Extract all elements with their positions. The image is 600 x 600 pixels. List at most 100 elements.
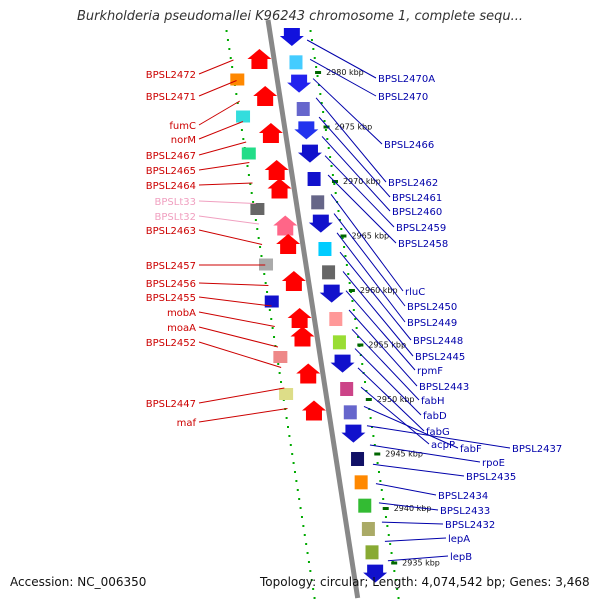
- right-gene-label: BPSL2460: [392, 207, 442, 218]
- left-leader-line: [198, 326, 279, 348]
- reverse-gene-box: [329, 312, 343, 326]
- right-leader-line: [375, 483, 437, 496]
- guide-dot: [305, 543, 308, 545]
- guide-dot: [247, 174, 250, 176]
- reverse-gene-box: [289, 55, 303, 70]
- guide-dot: [372, 435, 375, 437]
- guide-dot: [394, 579, 397, 581]
- guide-dot: [268, 309, 271, 311]
- guide-dot: [225, 30, 228, 32]
- left-gene-label: moaA: [167, 323, 196, 334]
- reverse-gene-arrow: [297, 144, 322, 163]
- kbp-tick-mark: [340, 234, 347, 238]
- guide-dot: [379, 480, 382, 482]
- guide-dot: [278, 372, 281, 374]
- left-gene-label: BPSL2456: [146, 279, 196, 290]
- left-leader-line: [198, 387, 285, 404]
- left-gene-label: BPSLt33: [155, 197, 196, 208]
- forward-gene-arrow: [264, 160, 289, 180]
- guide-dot: [298, 498, 301, 500]
- reverse-gene-arrow: [341, 424, 366, 443]
- guide-dot: [329, 156, 332, 158]
- guide-dot: [324, 129, 327, 131]
- forward-gene-box: [241, 147, 256, 160]
- forward-gene-arrow: [258, 123, 283, 143]
- kbp-tick-label: 2970 kbp: [343, 177, 381, 186]
- guide-dot: [259, 246, 262, 248]
- reverse-gene-box: [343, 405, 357, 420]
- guide-dot: [300, 516, 303, 518]
- right-gene-label: fabF: [460, 444, 482, 455]
- gene-labels: BPSL2472BPSL2471fumCnorMBPSL2467BPSL2465…: [146, 70, 563, 563]
- left-leader-line: [198, 341, 282, 368]
- right-leader-line: [306, 39, 377, 79]
- label-leader-lines: [198, 39, 511, 562]
- guide-dot: [310, 39, 313, 41]
- guide-dot: [228, 48, 231, 50]
- left-leader-line: [198, 408, 288, 423]
- left-gene-label: BPSL2455: [146, 293, 196, 304]
- forward-gene-arrow: [273, 215, 298, 236]
- right-leader-line: [381, 521, 444, 525]
- forward-gene-arrow: [253, 86, 278, 106]
- guide-dot: [309, 570, 312, 572]
- right-gene-label: BPSL2445: [415, 352, 465, 363]
- reverse-gene-box: [318, 242, 332, 256]
- kbp-tick-label: 2955 kbp: [368, 341, 406, 350]
- right-gene-label: rpmF: [417, 366, 443, 377]
- right-leader-line: [324, 155, 395, 228]
- guide-dot: [306, 552, 309, 554]
- right-leader-line: [357, 367, 425, 432]
- guide-dot: [352, 309, 355, 311]
- guide-dot: [317, 84, 320, 86]
- guide-dot: [310, 579, 313, 581]
- reverse-gene-arrow: [330, 354, 355, 373]
- right-leader-line: [378, 502, 439, 511]
- right-leader-line: [351, 328, 420, 401]
- right-gene-label: BPSL2459: [396, 223, 446, 234]
- left-gene-label: mobA: [167, 308, 196, 319]
- guide-dot: [369, 417, 372, 419]
- guide-dot: [252, 201, 255, 203]
- forward-gene-box: [273, 351, 288, 363]
- guide-dot: [361, 363, 364, 365]
- kbp-tick-label: 2980 kbp: [326, 68, 364, 77]
- reverse-gene-arrow: [319, 284, 344, 303]
- forward-gene-box: [230, 73, 245, 86]
- reverse-gene-arrow: [308, 214, 333, 233]
- guide-dot: [226, 39, 229, 41]
- topology-stats-text: Topology: circular; Length: 4,074,542 bp…: [260, 575, 590, 589]
- guide-dot: [320, 102, 323, 104]
- right-gene-label: BPSL2433: [440, 506, 490, 517]
- map-title: Burkholderia pseudomallei K96243 chromos…: [76, 9, 524, 24]
- guide-dot: [260, 255, 263, 257]
- guide-dot: [257, 237, 260, 239]
- guide-dot: [319, 93, 322, 95]
- kbp-tick-label: 2940 kbp: [394, 504, 432, 513]
- left-leader-line: [198, 121, 244, 140]
- left-gene-label: BPSL2457: [146, 261, 196, 272]
- right-gene-label: BPSL2435: [466, 472, 516, 483]
- guide-dot: [323, 120, 326, 122]
- guide-dot: [322, 111, 325, 113]
- guide-dot: [246, 165, 249, 167]
- guide-dot: [373, 444, 376, 446]
- reverse-gene-box: [361, 522, 375, 536]
- reverse-gene-box: [311, 195, 325, 210]
- right-gene-label: BPSL2466: [384, 140, 434, 151]
- guide-dot: [264, 282, 267, 284]
- left-leader-line: [198, 100, 241, 126]
- left-gene-label: BPSL2467: [146, 151, 196, 162]
- left-leader-line: [198, 200, 256, 204]
- guide-dot: [345, 264, 348, 266]
- reverse-gene-box: [351, 452, 365, 466]
- guide-dot: [292, 462, 295, 464]
- guide-dot: [235, 93, 238, 95]
- guide-dot: [291, 453, 294, 455]
- left-leader-line: [198, 80, 237, 97]
- right-gene-label: BPSL2434: [438, 491, 488, 502]
- kbp-tick-label: 2950 kbp: [377, 395, 415, 404]
- right-leader-line: [318, 116, 391, 198]
- right-gene-label: acpP: [431, 440, 455, 451]
